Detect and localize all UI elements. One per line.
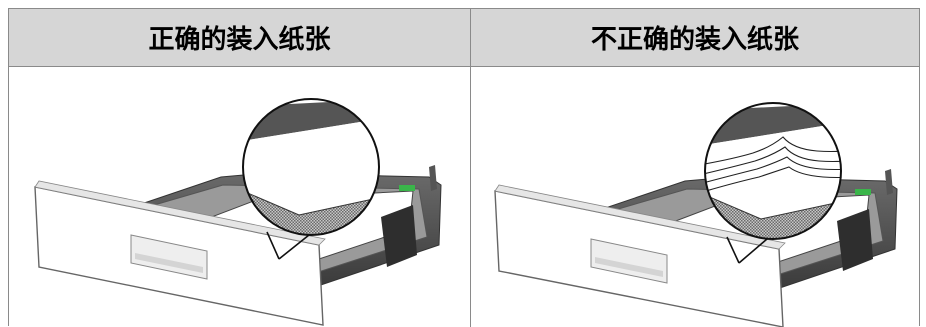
paper-tray-curled-paper-illustration bbox=[494, 102, 898, 327]
green-guide-right bbox=[399, 185, 415, 191]
header-incorrect-loading: 不正确的装入纸张 bbox=[590, 25, 799, 55]
zoom-detail-circle bbox=[242, 98, 380, 236]
table-header-row: 正确的装入纸张 不正确的装入纸张 bbox=[9, 9, 919, 67]
tray-front bbox=[494, 184, 786, 327]
cell-correct-loading bbox=[9, 67, 470, 327]
green-guide-right bbox=[855, 189, 871, 195]
cell-incorrect-loading bbox=[471, 67, 919, 327]
tray-front bbox=[34, 180, 326, 326]
header-correct-loading: 正确的装入纸张 bbox=[148, 25, 331, 55]
paper-loading-comparison-table: 正确的装入纸张 不正确的装入纸张 bbox=[8, 8, 920, 327]
paper-tray-flat-paper-illustration bbox=[34, 98, 442, 326]
column-divider bbox=[470, 9, 471, 327]
zoom-detail-circle bbox=[704, 102, 842, 240]
